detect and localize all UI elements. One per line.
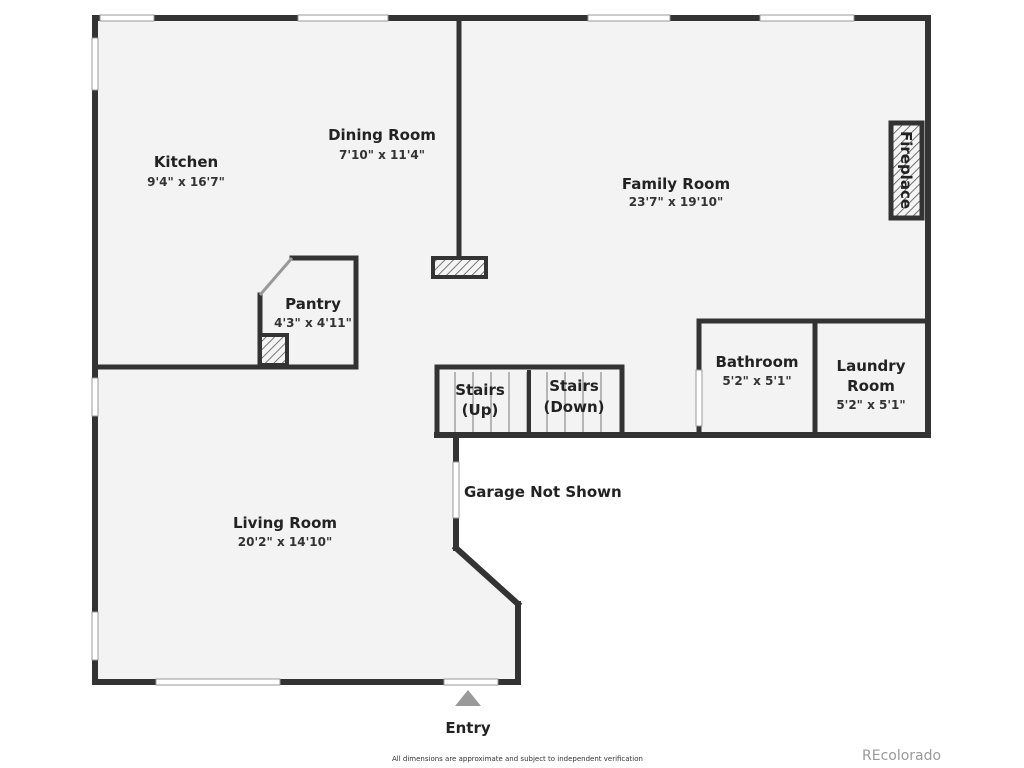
laundry-room-line2: Room — [847, 377, 895, 395]
family-room-name: Family Room — [622, 175, 730, 193]
stairs-up-line1: Stairs — [455, 381, 505, 399]
bathroom-name: Bathroom — [715, 353, 798, 371]
bathroom-dims: 5'2" x 5'1" — [722, 374, 791, 388]
pantry-dims: 4'3" x 4'11" — [274, 316, 352, 330]
living-room-dims: 20'2" x 14'10" — [238, 535, 332, 549]
dining-room-name: Dining Room — [328, 126, 436, 144]
entry-arrow-icon — [455, 690, 481, 706]
laundry-room-dims: 5'2" x 5'1" — [836, 398, 905, 412]
entry-label: Entry — [445, 719, 490, 737]
garage-note: Garage Not Shown — [464, 483, 622, 501]
fireplace-label: Fireplace — [897, 131, 915, 209]
stairs-down-line2: (Down) — [543, 398, 604, 416]
dining-room-dims: 7'10" x 11'4" — [339, 148, 425, 162]
brand-watermark: REcolorado — [862, 748, 942, 764]
pantry-name: Pantry — [285, 295, 341, 313]
pantry-hatch — [258, 333, 289, 367]
disclaimer-footnote: All dimensions are approximate and subje… — [392, 755, 643, 763]
column-hatch — [431, 256, 488, 279]
stairs-down-line1: Stairs — [549, 377, 599, 395]
family-room-dims: 23'7" x 19'10" — [629, 195, 723, 209]
windows — [91, 14, 855, 686]
pantry-door — [258, 257, 294, 296]
fireplace — [888, 120, 925, 221]
kitchen-dims: 9'4" x 16'7" — [147, 175, 225, 189]
floor-area — [95, 18, 928, 682]
kitchen-name: Kitchen — [154, 153, 218, 171]
living-room-name: Living Room — [233, 514, 337, 532]
stairs-up-line2: (Up) — [462, 401, 499, 419]
laundry-room-line1: Laundry — [837, 357, 906, 375]
